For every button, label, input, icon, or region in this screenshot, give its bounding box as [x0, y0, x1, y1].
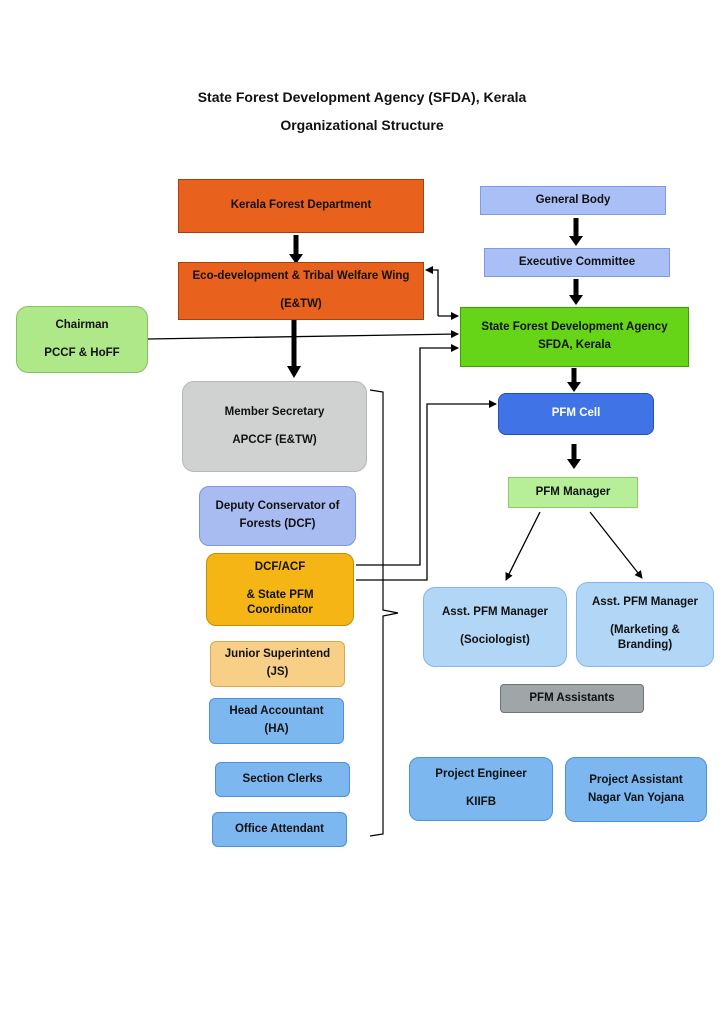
asst-pfm-mkt-label-line2: (Marketing & — [610, 623, 680, 636]
office-attendant-box: Office Attendant — [212, 812, 347, 847]
pfm-assistants-label: PFM Assistants — [529, 691, 615, 704]
asst-pfm-marketing-box: Asst. PFM Manager (Marketing & Branding) — [576, 582, 714, 667]
arrow-manager-to-asst-socio — [505, 511, 541, 581]
dcf-acf-coordinator-box: DCF/ACF & State PFM Coordinator — [206, 553, 354, 626]
executive-committee-box: Executive Committee — [484, 248, 670, 277]
arrow-manager-to-asst-mkt — [589, 511, 643, 579]
member-secretary-label-line2: APCCF (E&TW) — [232, 433, 317, 446]
dcf-acf-label-line1: DCF/ACF — [254, 561, 306, 574]
project-engineer-box: Project Engineer KIIFB — [409, 757, 553, 821]
dcf-label-line2: Forests (DCF) — [239, 518, 316, 530]
etw-box: Eco-development & Tribal Welfare Wing (E… — [178, 262, 424, 320]
arrow-chairman-to-sfda — [147, 330, 459, 340]
general-body-label: General Body — [535, 193, 611, 206]
page-subtitle: Organizational Structure — [280, 117, 444, 133]
general-body-box: General Body — [480, 186, 666, 215]
dcf-acf-label-line2: & State PFM — [246, 588, 314, 601]
section-clerks-box: Section Clerks — [215, 762, 350, 797]
chairman-label-line1: Chairman — [55, 318, 109, 331]
member-secretary-label-line1: Member Secretary — [224, 405, 325, 418]
executive-committee-label: Executive Committee — [518, 255, 636, 268]
chairman-box: Chairman PCCF & HoFF — [16, 306, 148, 373]
pfm-manager-box: PFM Manager — [508, 477, 638, 508]
deputy-conservator-box: Deputy Conservator of Forests (DCF) — [199, 486, 356, 546]
pfm-assistants-box: PFM Assistants — [500, 684, 644, 713]
dcf-acf-label-line3: Coordinator — [247, 604, 313, 617]
arrow-dcfacf-to-pfm-cell — [356, 400, 497, 581]
kfd-label: Kerala Forest Department — [230, 199, 372, 212]
junior-superintend-label-line2: (JS) — [266, 666, 289, 678]
arrow-dcfacf-to-sfda — [356, 344, 459, 566]
member-secretary-box: Member Secretary APCCF (E&TW) — [182, 381, 367, 472]
project-engineer-label-line2: KIIFB — [465, 796, 497, 808]
kerala-forest-department-box: Kerala Forest Department — [178, 179, 424, 233]
pfm-cell-box: PFM Cell — [498, 393, 654, 435]
junior-superintend-box: Junior Superintend (JS) — [210, 641, 345, 687]
sfda-label-line2: SFDA, Kerala — [538, 339, 611, 351]
section-clerks-label: Section Clerks — [242, 772, 323, 785]
sfda-label-line1: State Forest Development Agency — [481, 321, 668, 334]
asst-pfm-mkt-label-line1: Asst. PFM Manager — [591, 596, 699, 609]
office-attendant-label: Office Attendant — [234, 822, 325, 835]
project-assistant-label-line1: Project Assistant — [589, 773, 683, 786]
head-accountant-box: Head Accountant (HA) — [209, 698, 344, 744]
pfm-manager-label: PFM Manager — [535, 485, 611, 498]
sfda-box: State Forest Development Agency SFDA, Ke… — [460, 307, 689, 367]
project-engineer-label-line1: Project Engineer — [435, 768, 527, 781]
asst-pfm-mkt-label-line3: Branding) — [617, 639, 673, 652]
project-assistant-label-line2: Nagar Van Yojana — [587, 791, 685, 804]
arrow-sfda-to-etw — [425, 266, 439, 316]
etw-label-line2: (E&TW) — [280, 298, 322, 310]
asst-pfm-socio-label-line1: Asst. PFM Manager — [441, 606, 549, 619]
asst-pfm-socio-label-line2: (Sociologist) — [460, 634, 530, 646]
chairman-label-line2: PCCF & HoFF — [44, 346, 120, 359]
asst-pfm-sociologist-box: Asst. PFM Manager (Sociologist) — [423, 587, 567, 667]
staff-brace — [369, 389, 399, 837]
head-accountant-label-line2: (HA) — [264, 723, 289, 735]
page-title: State Forest Development Agency (SFDA), … — [197, 89, 527, 105]
project-assistant-box: Project Assistant Nagar Van Yojana — [565, 757, 707, 822]
etw-label-line1: Eco-development & Tribal Welfare Wing — [192, 270, 410, 283]
head-accountant-label-line1: Head Accountant — [229, 705, 324, 718]
pfm-cell-label: PFM Cell — [551, 407, 601, 420]
junior-superintend-label-line1: Junior Superintend — [224, 648, 331, 661]
dcf-label-line1: Deputy Conservator of — [215, 500, 340, 513]
